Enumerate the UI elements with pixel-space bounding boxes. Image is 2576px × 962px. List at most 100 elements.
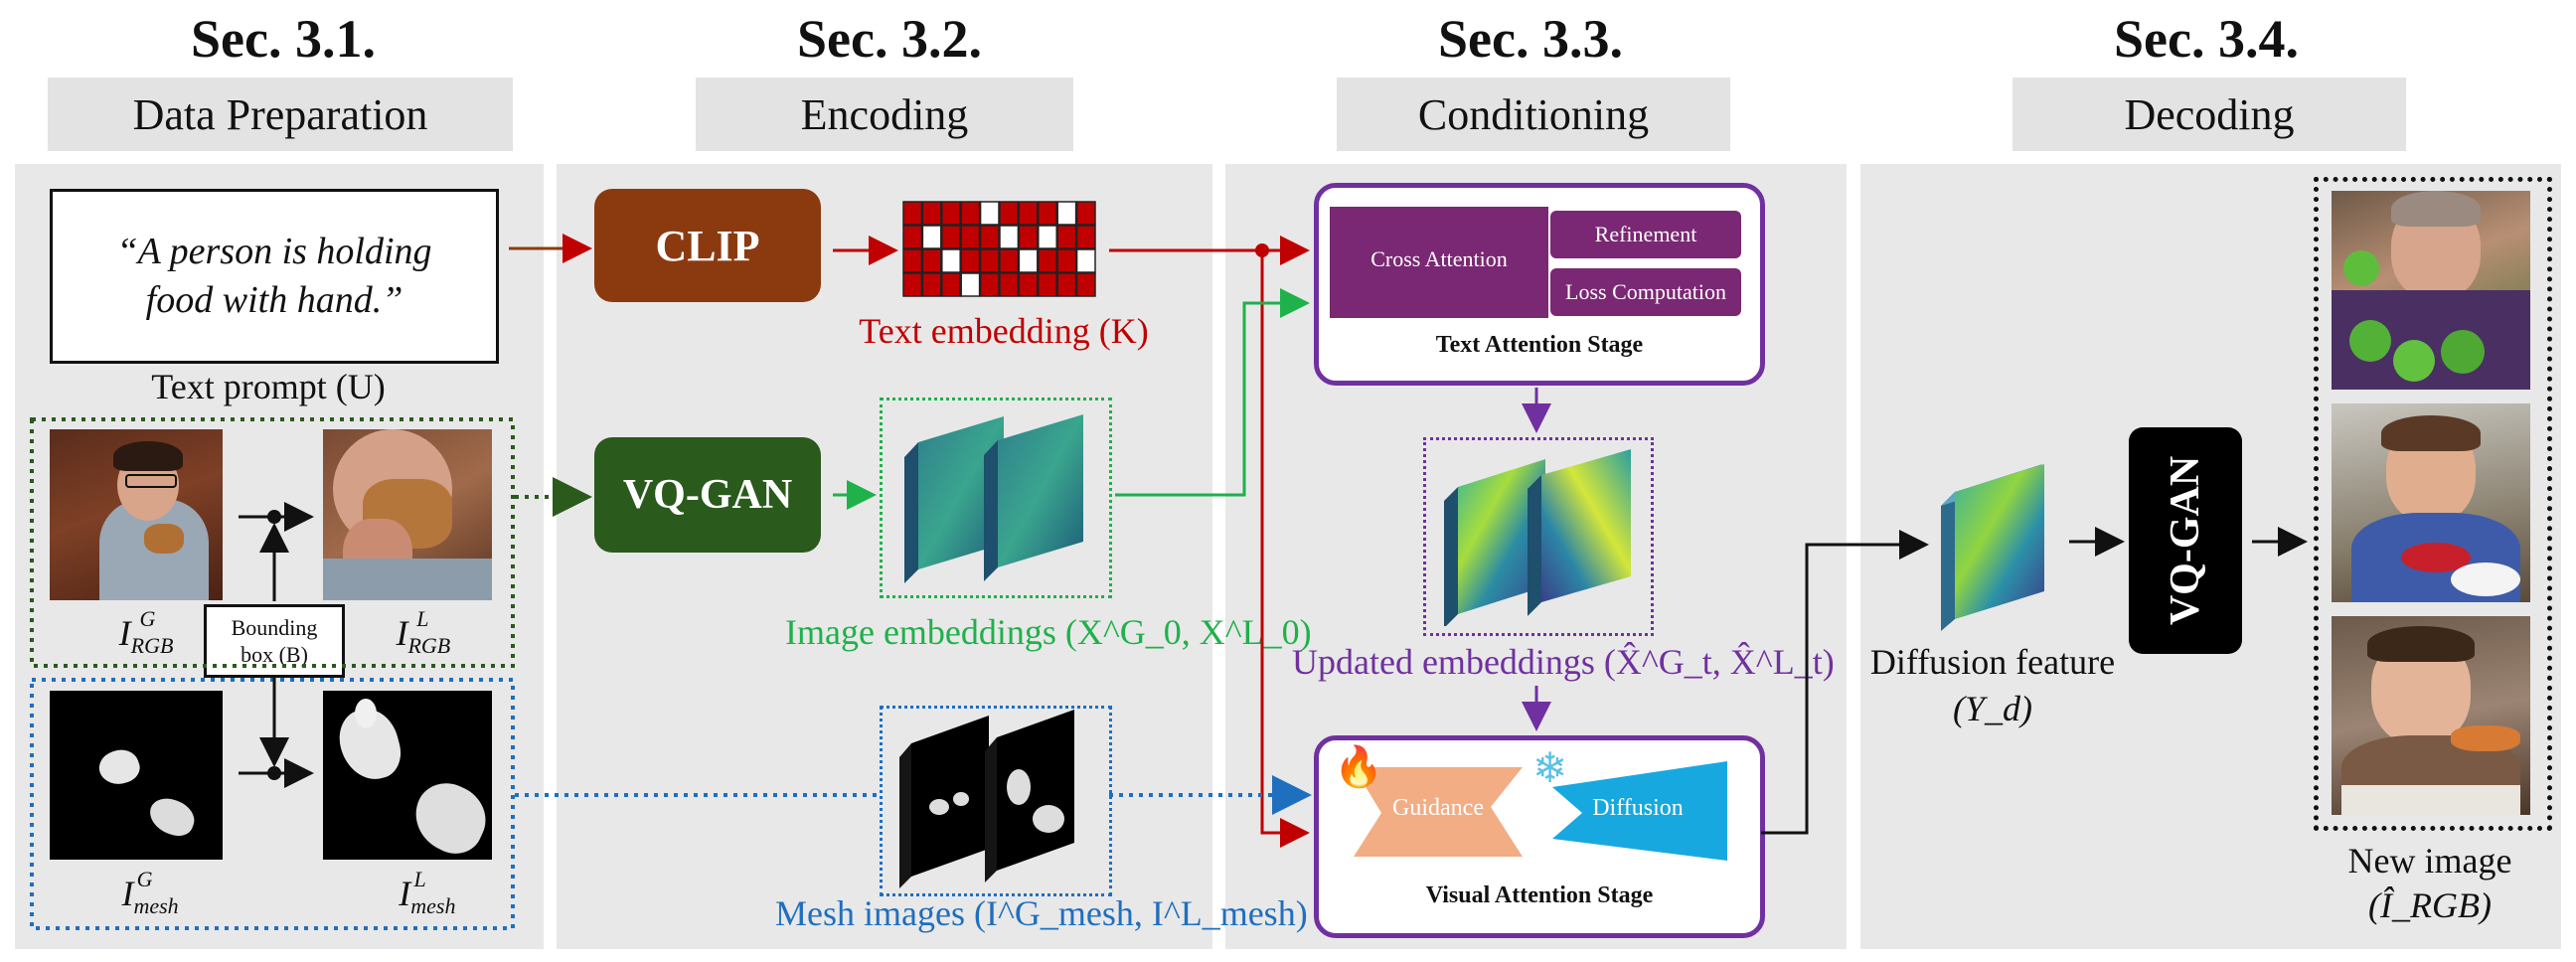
image-embeddings-cubes: [904, 414, 1083, 583]
diffusion-label: Diffusion: [1592, 795, 1684, 821]
loss-computation-box: Loss Computation: [1550, 268, 1741, 316]
updated-embeddings-cubes: [1444, 449, 1631, 626]
text-embedding-token-cell: [999, 272, 1020, 297]
mesh-images-stack: [899, 710, 1074, 888]
vqgan-decoder-box: VQ-GAN: [2129, 427, 2242, 654]
text-prompt-box: “A person is holding food with hand.”: [50, 189, 499, 364]
section-title-decoding: Decoding: [2012, 78, 2406, 151]
rgb-global-label: IRGBG: [118, 606, 174, 659]
text-embedding-token-cell: [979, 225, 1000, 249]
mesh-group-frame: [30, 678, 515, 930]
rgb-group-frame: [30, 417, 515, 668]
text-embedding-token-cell: [960, 201, 981, 226]
image-embedding-cube-global: [904, 416, 1004, 583]
section-number-3-3: Sec. 3.3.: [1438, 9, 1623, 69]
mesh-local-image: [323, 691, 492, 860]
updated-embedding-cube-local: [1528, 449, 1631, 616]
text-embedding-token-cell: [1075, 225, 1096, 249]
loss-computation-label: Loss Computation: [1565, 279, 1726, 304]
text-embedding-token-cell: [960, 248, 981, 273]
guidance-block: [1354, 767, 1523, 857]
refinement-box: Refinement: [1550, 211, 1741, 258]
text-embedding-token-cell: [902, 225, 923, 249]
text-embedding-token-cell: [1056, 272, 1077, 297]
text-embedding-token-cell: [941, 225, 961, 249]
rgb-junction: [267, 510, 281, 524]
mesh-image-card-local: [985, 710, 1074, 882]
text-embedding-token-cell: [979, 201, 1000, 226]
text-embedding-token-cell: [1018, 225, 1039, 249]
fire-icon: 🔥: [1334, 744, 1383, 789]
section-number-3-1: Sec. 3.1.: [191, 9, 376, 69]
text-prompt-content: “A person is holding food with hand.”: [116, 230, 432, 321]
text-embedding-token-cell: [941, 248, 961, 273]
refinement-label: Refinement: [1594, 222, 1697, 246]
visual-stage-to-diffusion-feature-arrow: [1761, 530, 1929, 835]
new-image-2: [2332, 403, 2530, 602]
text-embedding-token-cell: [979, 248, 1000, 273]
guidance-diffusion-blocks: [1354, 761, 1727, 861]
text-embedding-token-cell: [999, 225, 1020, 249]
mesh-junction: [267, 766, 281, 780]
text-embedding-token-cell: [999, 201, 1020, 226]
text-embedding-token-cell: [921, 272, 942, 297]
new-image-3: [2332, 616, 2530, 815]
text-embedding-grid: [902, 201, 1096, 297]
section-number-3-2: Sec. 3.2.: [797, 9, 982, 69]
text-embedding-token-cell: [1056, 225, 1077, 249]
rgb-local-image: [323, 429, 492, 600]
text-embedding-token-cell: [1038, 201, 1057, 226]
text-embedding-token-cell: [999, 248, 1020, 273]
new-image-label: New image: [2347, 841, 2512, 881]
diffusion-block: [1552, 761, 1727, 861]
visual-attention-stage-label: Visual Attention Stage: [1425, 882, 1654, 908]
diffusion-feature-symbol: (Y_d): [1953, 689, 2032, 728]
text-attention-stage-label: Text Attention Stage: [1435, 332, 1644, 358]
diffusion-feature-cube: [1941, 464, 2044, 631]
vqgan-encoder-box: VQ-GAN: [594, 437, 821, 553]
mesh-images-box: [880, 706, 1112, 896]
text-embedding-token-cell: [1018, 272, 1039, 297]
text-embedding-token-cell: [1075, 201, 1096, 226]
section-number-3-4: Sec. 3.4.: [2114, 9, 2299, 69]
text-embedding-token-cell: [960, 225, 981, 249]
guidance-label: Guidance: [1392, 795, 1484, 821]
section-title-encoding: Encoding: [696, 78, 1073, 151]
mesh-image-card-global: [899, 716, 989, 888]
text-embedding-token-cell: [921, 201, 942, 226]
updated-embeddings-box: [1423, 437, 1654, 636]
text-embedding-token-cell: [941, 272, 961, 297]
updated-embeddings-label: Updated embeddings (X̂^G_t, X̂^L_t): [1292, 642, 1835, 682]
cross-attention-block: [1330, 207, 1548, 318]
snowflake-icon: ❄: [1532, 746, 1568, 792]
new-image-symbol: (Î_RGB): [2368, 885, 2492, 925]
text-embedding-token-cell: [921, 248, 942, 273]
rgb-local-label: IRGBL: [396, 606, 451, 659]
mesh-local-label: ImeshL: [399, 867, 456, 919]
image-embeddings-to-text-stage-arrow: [1115, 288, 1310, 497]
text-embedding-token-cell: [941, 201, 961, 226]
text-embedding-token-cell: [1038, 272, 1057, 297]
text-embedding-token-cell: [1075, 272, 1096, 297]
text-branch-to-visual-stage-arrow: [1260, 250, 1310, 848]
text-embedding-token-cell: [1018, 248, 1039, 273]
section-title-conditioning: Conditioning: [1337, 78, 1730, 151]
text-embedding-token-cell: [960, 272, 981, 297]
text-prompt-label: Text prompt (U): [151, 367, 386, 406]
text-embedding-token-cell: [902, 272, 923, 297]
diffusion-feature-label: Diffusion feature: [1869, 642, 2116, 682]
clip-label: CLIP: [655, 221, 760, 270]
image-embedding-cube-local: [984, 414, 1083, 581]
new-image-1: [2332, 191, 2530, 390]
image-embeddings-box: [880, 398, 1112, 598]
cross-attention-label: Cross Attention: [1370, 246, 1508, 271]
text-embedding-token-cell: [1056, 201, 1077, 226]
text-embedding-label: Text embedding (K): [859, 311, 1149, 351]
text-embedding-token-cell: [902, 248, 923, 273]
mesh-global-image: [50, 691, 223, 860]
text-embedding-token-cell: [1038, 225, 1057, 249]
updated-embedding-cube-global: [1444, 459, 1545, 626]
text-embedding-token-cell: [921, 225, 942, 249]
text-embedding-token-cell: [902, 201, 923, 226]
